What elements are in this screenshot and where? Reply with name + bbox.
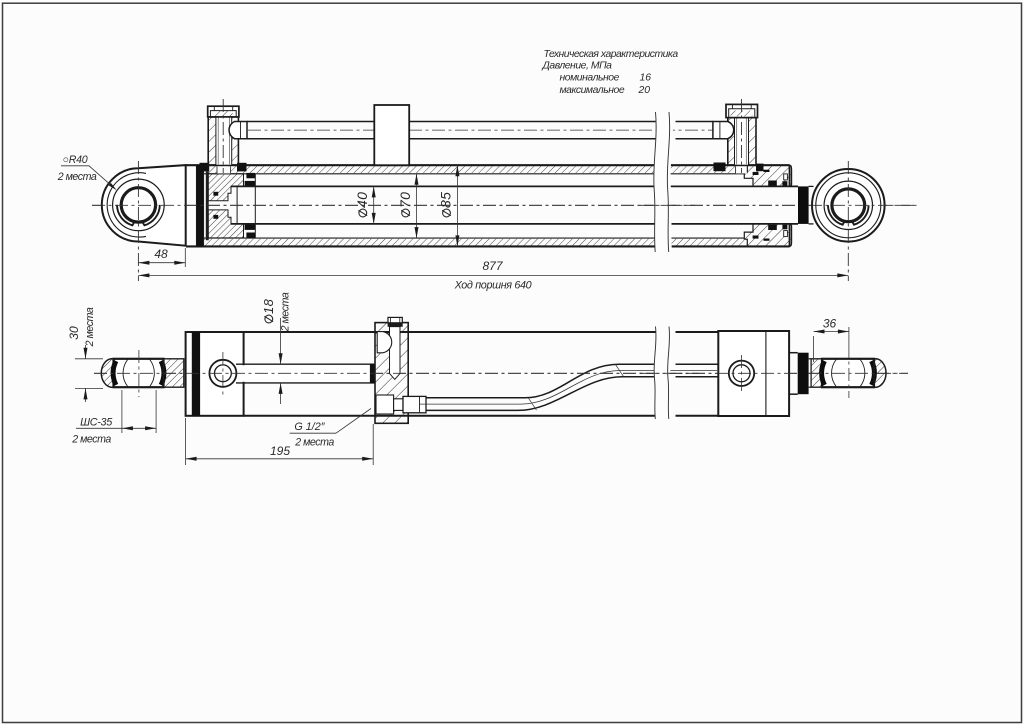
svg-text:Давление, МПа: Давление, МПа	[542, 61, 613, 72]
svg-text:ШС-35: ШС-35	[80, 416, 113, 428]
svg-text:85: 85	[438, 192, 454, 208]
svg-text:2 места: 2 места	[84, 307, 96, 347]
svg-text:Ход поршня 640: Ход поршня 640	[454, 279, 532, 291]
svg-text:30: 30	[67, 326, 81, 340]
svg-text:○R40: ○R40	[63, 154, 88, 166]
svg-text:номинальное: номинальное	[560, 73, 620, 84]
svg-text:G 1/2″: G 1/2″	[294, 421, 325, 433]
svg-text:40: 40	[354, 192, 370, 208]
svg-text:18: 18	[261, 298, 276, 314]
svg-text:2 места: 2 места	[57, 171, 97, 183]
svg-text:48: 48	[154, 247, 168, 261]
svg-text:2 места: 2 места	[71, 433, 111, 445]
svg-text:36: 36	[823, 316, 837, 330]
svg-text:877: 877	[482, 259, 503, 273]
svg-text:70: 70	[397, 192, 413, 208]
svg-text:195: 195	[270, 444, 290, 458]
svg-text:Техническая характеристика: Техническая характеристика	[544, 49, 679, 60]
svg-text:16: 16	[640, 73, 652, 84]
svg-text:2 места: 2 места	[294, 436, 334, 448]
svg-text:максимальное: максимальное	[560, 85, 625, 96]
svg-text:20: 20	[638, 85, 651, 96]
svg-text:2 места: 2 места	[280, 292, 292, 332]
